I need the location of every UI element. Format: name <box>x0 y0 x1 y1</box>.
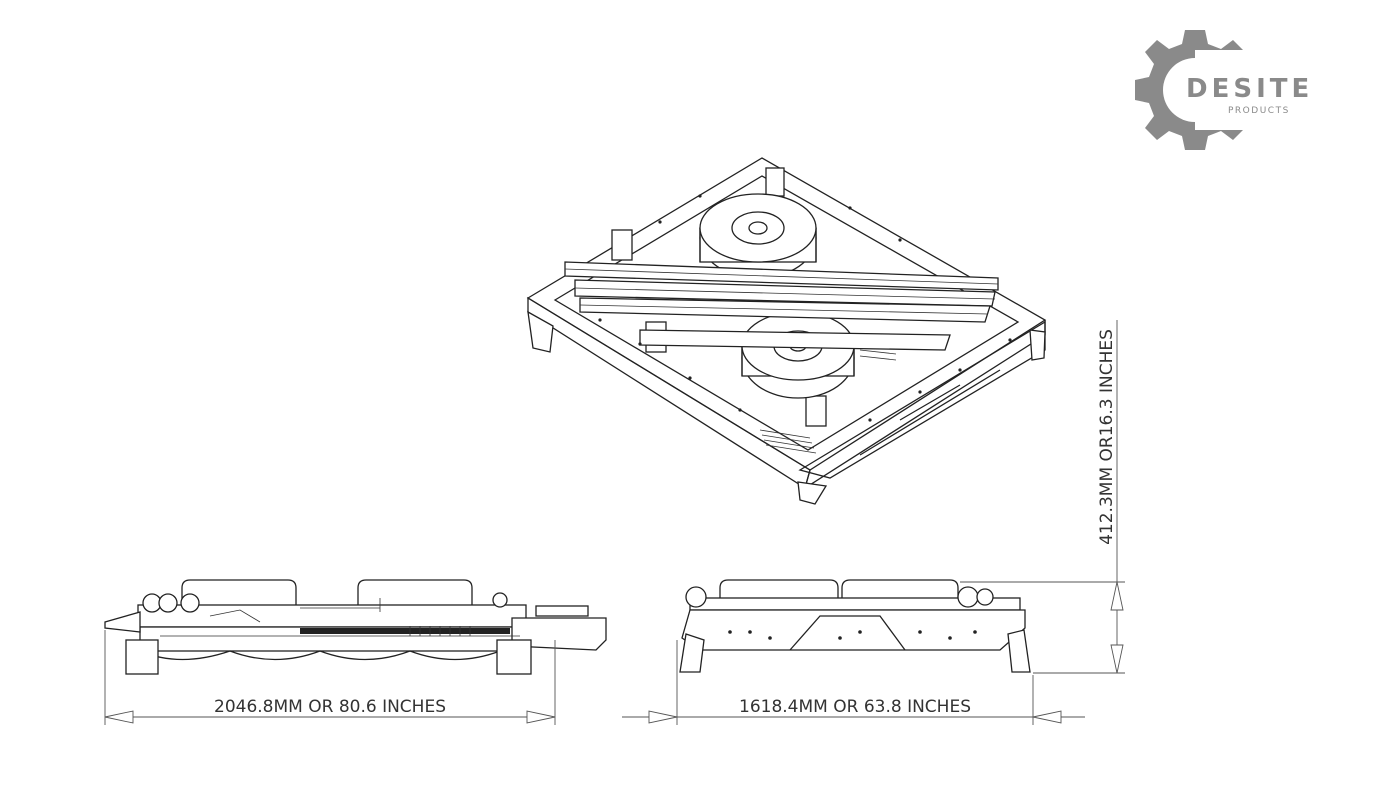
front-view <box>679 579 1031 673</box>
height-dimension: 412.3MM OR16.3 INCHES <box>960 320 1125 674</box>
side-dark-rail <box>300 628 510 634</box>
side-nose <box>104 611 141 633</box>
iso-post-back <box>765 167 785 197</box>
side-detail <box>160 598 520 637</box>
side-hub-1 <box>142 593 162 613</box>
side-skid <box>139 650 530 661</box>
side-extension-rail <box>535 605 589 617</box>
desite-logo: DESITE PRODUCTS <box>1135 30 1313 150</box>
iso-post-left <box>611 229 633 261</box>
gear-icon <box>1135 30 1305 150</box>
iso-foot-left <box>527 310 554 353</box>
front-hub-right-2 <box>976 588 994 606</box>
front-hub-left <box>685 586 707 608</box>
side-hub-3 <box>180 593 200 613</box>
side-tire-left <box>181 579 297 607</box>
side-tire-right <box>357 579 473 607</box>
iso-rails <box>564 261 999 351</box>
iso-tire-rear <box>699 193 817 279</box>
front-center-brace <box>789 615 906 651</box>
front-tire-right <box>841 579 959 601</box>
logo-name: DESITE <box>1186 74 1313 104</box>
side-foot-left <box>125 639 159 675</box>
side-length-dimension: 2046.8MM OR 80.6 INCHES <box>104 630 556 725</box>
iso-front-brace <box>798 320 1046 479</box>
front-body <box>681 609 1026 651</box>
iso-post-front <box>805 395 827 427</box>
iso-grate <box>759 349 897 454</box>
front-tire-left <box>719 579 839 601</box>
iso-foot-right <box>1029 329 1046 361</box>
side-hub-2 <box>158 593 178 613</box>
front-foot-left <box>679 633 705 673</box>
side-foot-right <box>496 639 532 675</box>
height-label: 412.3MM OR16.3 INCHES <box>1097 329 1117 545</box>
isometric-view <box>526 157 1047 505</box>
front-rivets <box>728 630 977 640</box>
side-hub-4 <box>492 592 508 608</box>
front-width-label: 1618.4MM OR 63.8 INCHES <box>739 697 971 717</box>
front-hub-right <box>957 586 979 608</box>
front-width-dimension: 1618.4MM OR 63.8 INCHES <box>622 640 1085 725</box>
logo-tagline: PRODUCTS <box>1228 106 1290 116</box>
iso-foot-front <box>797 481 828 505</box>
side-view <box>104 579 607 675</box>
front-foot-right <box>1007 629 1031 673</box>
iso-tire-front <box>741 311 855 399</box>
side-hatching <box>409 626 471 636</box>
iso-rivets <box>598 194 1012 422</box>
side-length-label: 2046.8MM OR 80.6 INCHES <box>214 697 446 717</box>
